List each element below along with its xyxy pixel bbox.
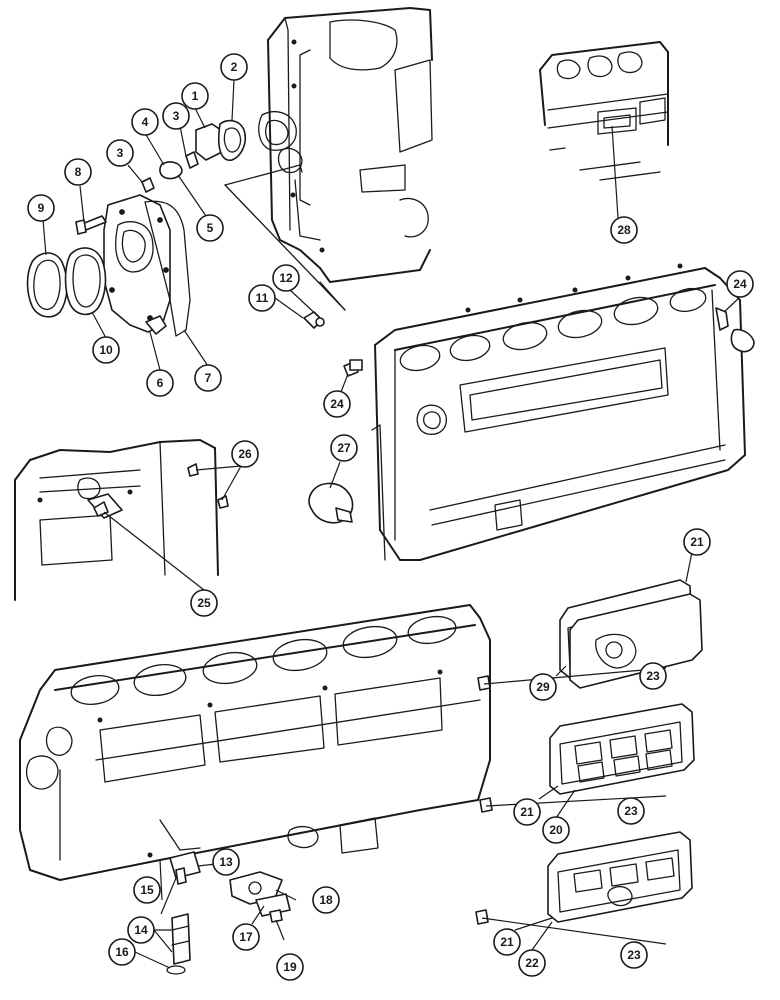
callout-4: 4 bbox=[131, 108, 159, 136]
callout-label: 24 bbox=[733, 277, 747, 291]
block-front-corner-view bbox=[224, 7, 433, 311]
callout-21-middle: 21 bbox=[513, 798, 541, 826]
callout-label: 19 bbox=[283, 960, 297, 974]
callout-23-lower: 23 bbox=[620, 941, 648, 969]
callout-label: 8 bbox=[75, 165, 82, 179]
callout-label: 22 bbox=[525, 956, 539, 970]
callout-19: 19 bbox=[276, 953, 304, 981]
leader-lines bbox=[42, 79, 740, 969]
callout-16: 16 bbox=[108, 938, 136, 966]
callout-26: 26 bbox=[231, 440, 259, 468]
callout-2: 2 bbox=[220, 53, 248, 81]
callout-label: 1 bbox=[192, 89, 199, 103]
callout-label: 2 bbox=[231, 60, 238, 74]
callout-label: 21 bbox=[500, 935, 514, 949]
callout-24-right: 24 bbox=[726, 270, 754, 298]
callout-label: 24 bbox=[330, 397, 344, 411]
callout-21-upper: 21 bbox=[683, 528, 711, 556]
callout-label: 27 bbox=[337, 441, 351, 455]
callout-label: 23 bbox=[646, 669, 660, 683]
callout-label: 7 bbox=[205, 371, 212, 385]
callout-label: 4 bbox=[142, 115, 149, 129]
block-side-sensor-view bbox=[14, 439, 229, 601]
callout-8: 8 bbox=[64, 158, 92, 186]
callout-3-lower: 3 bbox=[106, 139, 134, 167]
callout-label: 6 bbox=[157, 376, 164, 390]
engine-block-lower-view bbox=[19, 604, 491, 975]
callout-14: 14 bbox=[127, 916, 155, 944]
callout-label: 15 bbox=[140, 883, 154, 897]
callout-6: 6 bbox=[146, 369, 174, 397]
callout-11: 11 bbox=[248, 284, 276, 312]
callout-label: 13 bbox=[219, 855, 233, 869]
callout-label: 23 bbox=[624, 804, 638, 818]
callout-15: 15 bbox=[133, 876, 161, 904]
callout-label: 20 bbox=[549, 823, 563, 837]
callout-18: 18 bbox=[312, 886, 340, 914]
callout-label: 3 bbox=[117, 146, 124, 160]
callout-17: 17 bbox=[232, 923, 260, 951]
callout-label: 9 bbox=[38, 201, 45, 215]
callout-27: 27 bbox=[330, 434, 358, 462]
callout-label: 25 bbox=[197, 596, 211, 610]
callout-9: 9 bbox=[27, 194, 55, 222]
callout-28: 28 bbox=[610, 216, 638, 244]
side-cover-plates bbox=[475, 579, 703, 925]
front-cover-assembly bbox=[26, 119, 325, 337]
callout-23-middle: 23 bbox=[617, 797, 645, 825]
callout-23-upper: 23 bbox=[639, 662, 667, 690]
callout-label: 21 bbox=[520, 805, 534, 819]
callout-label: 26 bbox=[238, 447, 252, 461]
block-side-detail-view bbox=[539, 41, 669, 181]
callout-5: 5 bbox=[196, 214, 224, 242]
callout-7: 7 bbox=[194, 364, 222, 392]
callout-10: 10 bbox=[92, 336, 120, 364]
engine-block-main-view bbox=[308, 263, 755, 561]
callout-label: 5 bbox=[207, 221, 214, 235]
callout-24-left: 24 bbox=[323, 390, 351, 418]
callout-label: 29 bbox=[536, 680, 550, 694]
callout-label: 21 bbox=[690, 535, 704, 549]
callout-3-upper: 3 bbox=[162, 102, 190, 130]
callout-29: 29 bbox=[529, 673, 557, 701]
callout-label: 17 bbox=[239, 930, 253, 944]
callout-25: 25 bbox=[190, 589, 218, 617]
callout-label: 18 bbox=[319, 893, 333, 907]
callout-21-lower: 21 bbox=[493, 928, 521, 956]
callout-label: 28 bbox=[617, 223, 631, 237]
callout-label: 16 bbox=[115, 945, 129, 959]
callout-1: 1 bbox=[181, 82, 209, 110]
callout-22: 22 bbox=[518, 949, 546, 977]
callout-label: 23 bbox=[627, 948, 641, 962]
callout-13: 13 bbox=[212, 848, 240, 876]
callout-20: 20 bbox=[542, 816, 570, 844]
callout-label: 14 bbox=[134, 923, 148, 937]
callout-label: 10 bbox=[99, 343, 113, 357]
callout-12: 12 bbox=[272, 264, 300, 292]
callout-label: 11 bbox=[256, 291, 269, 305]
callout-label: 12 bbox=[279, 271, 293, 285]
callout-label: 3 bbox=[173, 109, 180, 123]
